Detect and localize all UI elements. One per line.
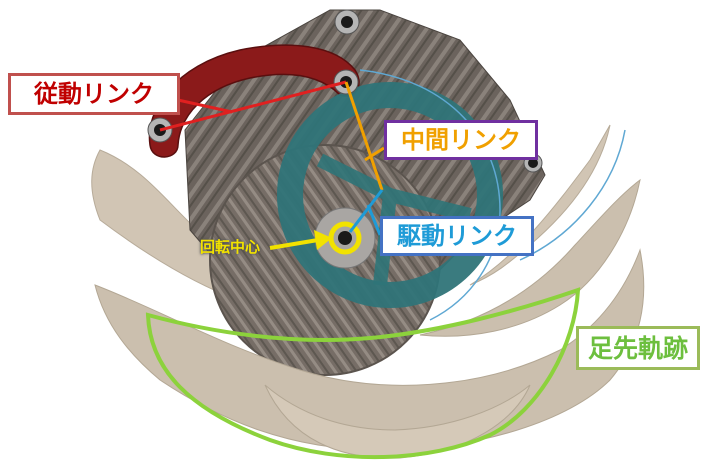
rotation-center-label: 回転中心	[199, 237, 260, 256]
driver-axle	[338, 231, 352, 245]
driver-link-line	[348, 189, 384, 233]
outline-curve-right	[519, 129, 626, 261]
center-arrow-shaft	[269, 238, 319, 250]
middle-link-ring	[277, 82, 503, 308]
outline-curve	[359, 69, 501, 321]
follower-link-line	[159, 80, 347, 132]
foot-trajectory-curve	[145, 287, 581, 460]
follower-link-label: 従動リンク	[8, 73, 180, 115]
driver-link-label: 駆動リンク	[380, 216, 534, 256]
middle-link-line	[344, 81, 384, 191]
follower-leader	[177, 98, 233, 114]
pivot-right-inner	[528, 158, 538, 168]
foot-trajectory-label: 足先軌跡	[576, 326, 700, 370]
center-arrow-head	[314, 230, 332, 250]
leg-front-bottom	[264, 384, 531, 459]
leg-front-lower	[94, 248, 645, 451]
driver-leader	[366, 204, 382, 236]
middle-leader	[364, 146, 385, 162]
pivot-top-inner	[341, 16, 353, 28]
middle-link-label: 中間リンク	[384, 120, 538, 160]
leg-back-right	[469, 124, 611, 286]
